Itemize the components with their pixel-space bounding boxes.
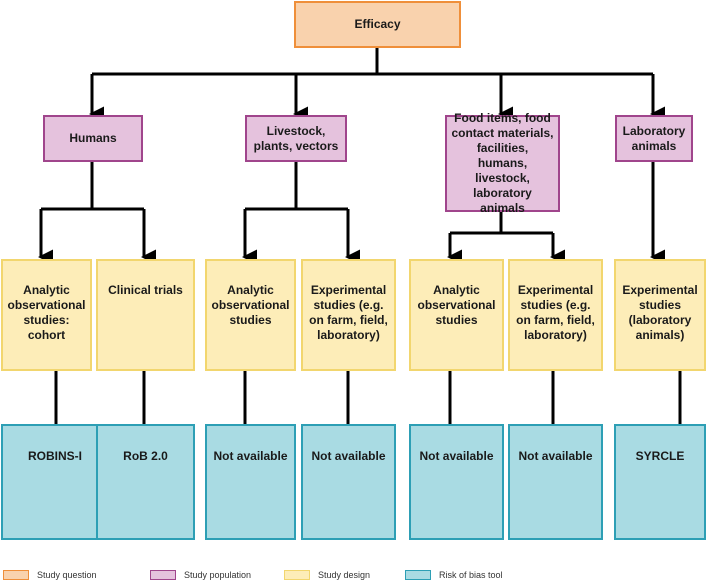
- tool-not-available-4: Not available: [508, 424, 603, 540]
- tool-not-available-3: Not available: [409, 424, 504, 540]
- study-question-box: Efficacy: [294, 1, 461, 48]
- tool-not-available-2: Not available: [301, 424, 396, 540]
- population-livestock-plants-vectors: Livestock, plants, vectors: [245, 115, 347, 162]
- legend-swatch: [150, 570, 176, 580]
- tool-syrcle: SYRCLE: [614, 424, 706, 540]
- tool-not-available-1: Not available: [205, 424, 296, 540]
- tool-robins-i: ROBINS-I: [1, 424, 109, 540]
- legend-label: Study design: [318, 570, 371, 580]
- legend-swatch: [3, 570, 29, 580]
- connector-food-to-designs: [450, 212, 553, 235]
- tool-rob-2: RoB 2.0: [96, 424, 195, 540]
- design-analytic-observational-food: Analytic observational studies: [409, 259, 504, 371]
- design-experimental-food: Experimental studies (e.g. on farm, fiel…: [508, 259, 603, 371]
- design-analytic-observational-cohort: Analytic observational studies: cohort: [1, 259, 92, 371]
- design-experimental-livestock: Experimental studies (e.g. on farm, fiel…: [301, 259, 396, 371]
- connector-question-to-populations: [92, 47, 653, 76]
- connector-livestock-to-designs: [245, 162, 348, 211]
- legend-label: Risk of bias tool: [439, 570, 503, 580]
- design-analytic-observational-livestock: Analytic observational studies: [205, 259, 296, 371]
- legend-risk-of-bias-tool: Risk of bias tool: [405, 568, 503, 582]
- legend-study-design: Study design: [284, 568, 370, 582]
- legend-label: Study question: [37, 570, 97, 580]
- population-food-items: Food items, food contact materials, faci…: [445, 111, 560, 215]
- design-clinical-trials: Clinical trials: [96, 259, 195, 371]
- legend-study-population: Study population: [150, 568, 251, 582]
- legend-study-question: Study question: [3, 568, 97, 582]
- population-humans: Humans: [43, 115, 143, 162]
- population-laboratory-animals: Laboratory animals: [615, 115, 693, 162]
- legend-swatch: [405, 570, 431, 580]
- connector-humans-to-designs: [41, 162, 144, 211]
- design-experimental-laboratory-animals: Experimental studies (laboratory animals…: [614, 259, 706, 371]
- legend-swatch: [284, 570, 310, 580]
- legend-label: Study population: [184, 570, 252, 580]
